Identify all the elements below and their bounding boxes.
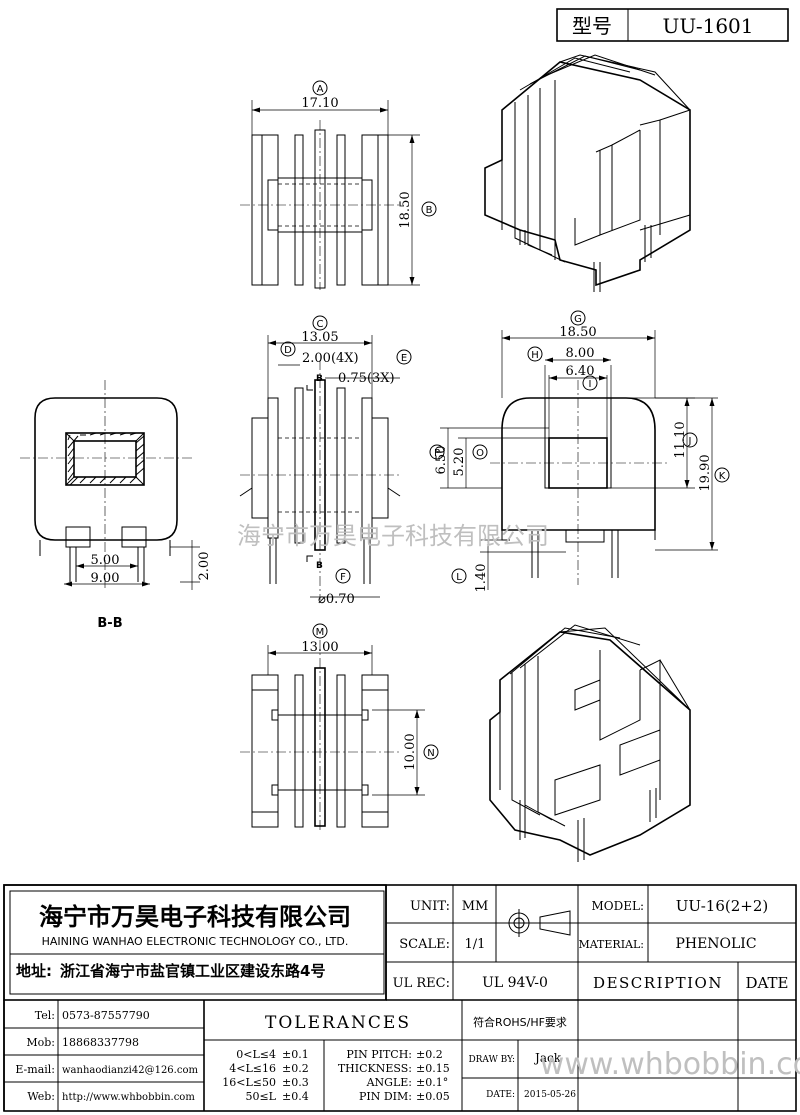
- rohs-note: 符合ROHS/HF要求: [473, 1015, 567, 1029]
- scale-label: SCALE:: [399, 937, 450, 952]
- contact-web-value: http://www.whbobbin.com: [62, 1092, 195, 1103]
- contact-tel-label: Tel:: [35, 1009, 55, 1022]
- dim-i-tag: I: [589, 379, 592, 390]
- dim-a-value: 17.10: [301, 96, 338, 111]
- dim-f-value: ⌀0.70: [318, 592, 355, 607]
- tol-value-2: ±0.3: [282, 1076, 309, 1089]
- tol-range-3: 50≤L: [245, 1090, 276, 1103]
- dim-n-value: 10.00: [403, 733, 418, 770]
- contact-web-label: Web:: [27, 1090, 55, 1103]
- isometric-view-top: [484, 54, 691, 292]
- side-view: G 18.50 H 8.00 6.40 I 11.10 J 19.90 K 6.: [429, 310, 730, 593]
- ulrec-label: UL REC:: [393, 976, 450, 991]
- scale-value: 1/1: [465, 937, 486, 952]
- model-box-value: UU-1601: [662, 14, 753, 38]
- dim-l-value: 1.40: [474, 564, 489, 593]
- dim-c-tag: C: [317, 319, 324, 330]
- dim-e-tag: E: [401, 353, 407, 364]
- bb-height-value: 2.00: [197, 552, 212, 581]
- tolerances-title: TOLERANCES: [265, 1013, 411, 1033]
- dim-d-value: 2.00(4X): [302, 351, 359, 366]
- dim-k-value: 19.90: [698, 454, 713, 491]
- dim-k-tag: K: [719, 471, 726, 482]
- dim-f-tag: F: [340, 572, 346, 583]
- section-mark-bottom: B: [316, 561, 323, 571]
- model-box-label: 型号: [572, 14, 612, 38]
- model-value: UU-16(2+2): [676, 897, 769, 915]
- projection-symbol-icon: [505, 909, 573, 937]
- dim-i-value: 6.40: [566, 364, 595, 379]
- dim-n-tag: N: [427, 748, 434, 759]
- bottom-view: M 13.00 10.00 N: [240, 623, 439, 830]
- title-block: 海宁市万昊电子科技有限公司 HAINING WANHAO ELECTRONIC …: [3, 884, 800, 1112]
- dim-a-tag: A: [317, 84, 324, 95]
- dim-d-tag: D: [284, 345, 292, 356]
- model-label: MODEL:: [591, 899, 644, 913]
- ulrec-value: UL 94V-0: [482, 975, 548, 991]
- pin-tol-label-3: PIN DIM:: [359, 1090, 412, 1103]
- drawby-value: Jack: [533, 1051, 562, 1065]
- material-label: MATERIAL:: [578, 938, 644, 951]
- description-header: DESCRIPTION: [593, 974, 723, 992]
- drawby-label: DRAW BY:: [468, 1055, 515, 1065]
- pin-tol-label-0: PIN PITCH:: [346, 1048, 412, 1061]
- watermark-url: www.whbobbin.com: [540, 1047, 800, 1082]
- pin-tol-value-1: ±0.15: [416, 1062, 450, 1075]
- date2-value: 2015-05-26: [524, 1090, 576, 1100]
- date-header: DATE: [746, 974, 789, 992]
- section-b-b-view: 5.00 9.00 2.00 B-B: [20, 380, 212, 631]
- bb-inner-value: 5.00: [91, 553, 120, 568]
- dim-b-tag: B: [426, 205, 433, 216]
- dim-p-tag: P: [434, 448, 440, 459]
- material-value: PHENOLIC: [675, 936, 756, 952]
- dim-e-value: 0.75(3X): [338, 371, 395, 386]
- isometric-view-bottom: [489, 624, 691, 862]
- dim-h-value: 8.00: [566, 346, 595, 361]
- section-mark-top: B: [316, 374, 323, 384]
- address-value: 浙江省海宁市盐官镇工业区建设东路4号: [60, 962, 325, 980]
- contact-email-label: E-mail:: [15, 1063, 55, 1076]
- dim-j-value: 11.10: [673, 421, 688, 458]
- pin-tol-value-3: ±0.05: [416, 1090, 450, 1103]
- dim-j-tag: J: [688, 436, 692, 447]
- unit-value: MM: [462, 899, 489, 914]
- section-bb-label: B-B: [97, 616, 122, 631]
- dim-g-value: 18.50: [559, 325, 596, 340]
- tol-range-0: 0<L≤4: [236, 1048, 276, 1061]
- pin-tol-label-1: THICKNESS:: [338, 1062, 412, 1075]
- model-number-box: 型号 UU-1601: [556, 8, 789, 42]
- date2-label: DATE:: [486, 1090, 515, 1100]
- front-view: C 13.05 D 2.00(4X) E 0.75(3X) B B F ⌀0.7…: [239, 315, 412, 607]
- pin-tol-value-0: ±0.2: [416, 1048, 443, 1061]
- company-name-en: HAINING WANHAO ELECTRONIC TECHNOLOGY CO.…: [42, 935, 349, 948]
- pin-tol-label-2: ANGLE:: [366, 1076, 412, 1089]
- contact-mob-label: Mob:: [26, 1036, 55, 1049]
- contact-mob-value: 18868337798: [62, 1036, 139, 1049]
- dim-l-tag: L: [456, 572, 462, 583]
- dim-g-tag: G: [574, 314, 582, 325]
- company-name-cn: 海宁市万昊电子科技有限公司: [39, 903, 351, 931]
- tol-range-2: 16<L≤50: [222, 1076, 276, 1089]
- contact-email-value: wanhaodianzi42@126.com: [62, 1065, 198, 1076]
- dim-o-value: 5.20: [452, 448, 467, 477]
- dim-m-value: 13.00: [301, 640, 338, 655]
- dim-m-tag: M: [316, 627, 325, 638]
- dim-p-value: 6.50: [434, 446, 449, 475]
- pin-tol-value-2: ±0.1°: [416, 1076, 448, 1089]
- tol-value-3: ±0.4: [282, 1090, 309, 1103]
- dim-c-value: 13.05: [301, 330, 338, 345]
- unit-label: UNIT:: [410, 899, 450, 914]
- dim-h-tag: H: [531, 350, 539, 361]
- tol-value-0: ±0.1: [282, 1048, 309, 1061]
- bb-outer-value: 9.00: [91, 571, 120, 586]
- watermark-company: 海宁市万昊电子科技有限公司: [237, 522, 549, 550]
- dim-b-value: 18.50: [398, 191, 413, 228]
- tol-value-1: ±0.2: [282, 1062, 309, 1075]
- address-label: 地址:: [16, 962, 52, 980]
- top-view: A 17.10 18.50 B: [240, 80, 437, 290]
- dim-o-tag: O: [476, 448, 484, 459]
- tol-range-1: 4<L≤16: [229, 1062, 276, 1075]
- contact-tel-value: 0573-87557790: [62, 1009, 150, 1022]
